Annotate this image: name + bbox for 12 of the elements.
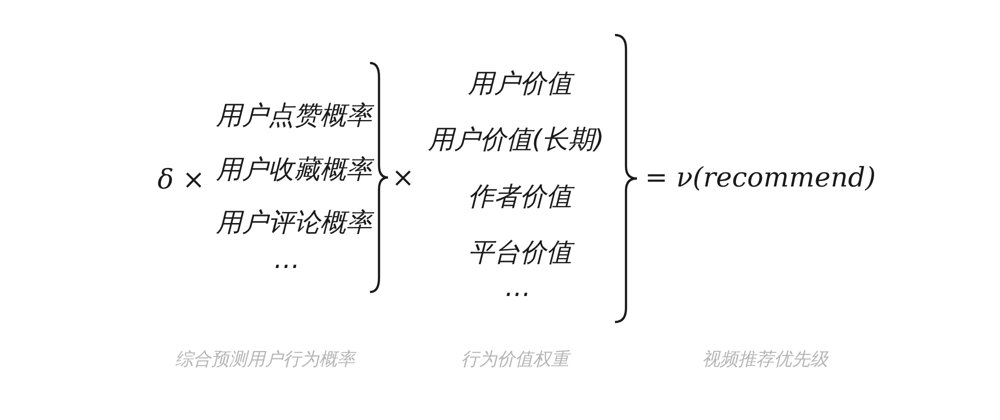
ellipsis: … <box>505 275 531 301</box>
formula-term: 用户评论概率 <box>216 210 372 236</box>
formula-term: 用户点赞概率 <box>216 103 372 129</box>
formula-symbol: δ × <box>158 166 205 194</box>
formula-term: 用户收藏概率 <box>216 157 372 183</box>
formula-result: = ν(recommend) <box>645 164 876 192</box>
ellipsis: … <box>274 247 300 273</box>
caption: 视频推荐优先级 <box>702 351 828 369</box>
multiply-sign: × <box>392 164 414 192</box>
caption: 行为价值权重 <box>461 351 569 369</box>
formula-term: 用户价值(长期) <box>428 127 604 153</box>
caption: 综合预测用户行为概率 <box>175 351 355 369</box>
